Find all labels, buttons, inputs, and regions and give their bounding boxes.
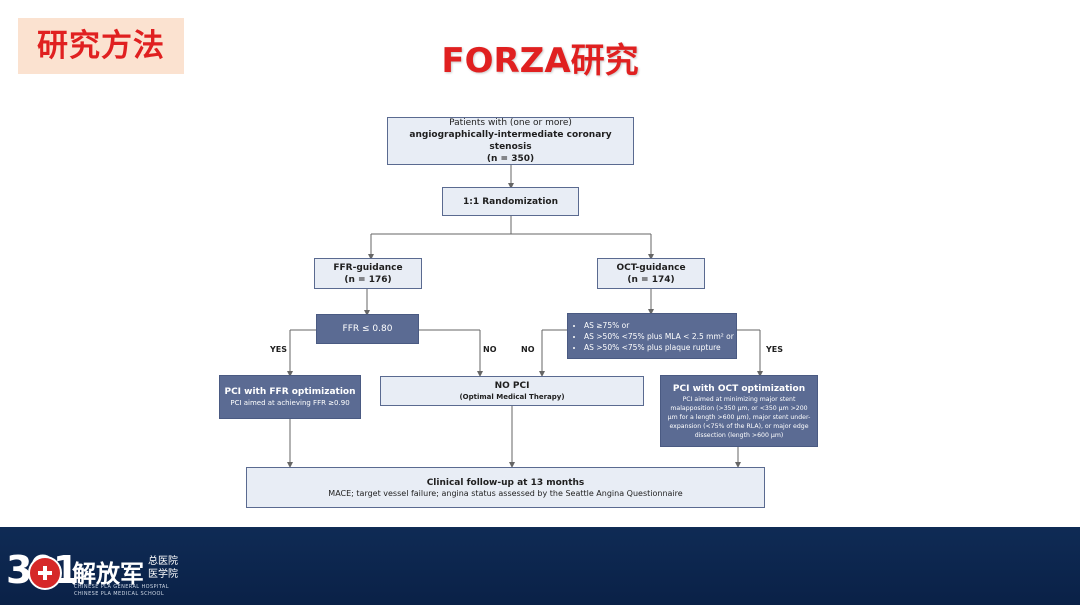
followup-title: Clinical follow-up at 13 months	[426, 477, 585, 488]
patients-count: (n = 350)	[486, 154, 535, 164]
oct-criterion-2: AS >50% <75% plus MLA < 2.5 mm² or	[584, 331, 734, 342]
logo-en2: CHINESE PLA MEDICAL SCHOOL	[74, 591, 165, 597]
logo-sub1: 总医院	[148, 556, 178, 567]
oct-criterion-3: AS >50% <75% plus plaque rupture	[584, 342, 734, 353]
logo-english: CHINESE PLA GENERAL HOSPITAL CHINESE PLA…	[74, 584, 214, 598]
yes-label-right: YES	[766, 345, 784, 354]
pci-oct-box: PCI with OCT optimization PCI aimed at m…	[660, 375, 818, 447]
logo-en1: CHINESE PLA GENERAL HOSPITAL	[74, 584, 169, 590]
randomization-box: 1:1 Randomization	[442, 187, 579, 216]
footer-band	[0, 527, 1080, 605]
pci-oct-title: PCI with OCT optimization	[672, 383, 806, 394]
oct-guidance-box: OCT-guidance (n = 174)	[597, 258, 705, 289]
followup-box: Clinical follow-up at 13 months MACE; ta…	[246, 467, 765, 508]
oct-guidance-title: OCT-guidance	[616, 262, 686, 273]
oct-criteria-box: AS ≥75% or AS >50% <75% plus MLA < 2.5 m…	[567, 313, 737, 359]
no-label-left: NO	[483, 345, 497, 354]
no-pci-box: NO PCI (Optimal Medical Therapy)	[380, 376, 644, 406]
pci-ffr-title: PCI with FFR optimization	[224, 387, 356, 397]
oct-criterion-1: AS ≥75% or	[584, 320, 734, 331]
patients-line1: Patients with (one or more)	[449, 118, 572, 128]
ffr-criterion-label: FFR ≤ 0.80	[342, 324, 393, 334]
pci-ffr-box: PCI with FFR optimization PCI aimed at a…	[219, 375, 361, 419]
pci-oct-desc: PCI aimed at minimizing major stent mala…	[667, 395, 811, 439]
ffr-criterion-box: FFR ≤ 0.80	[316, 314, 419, 344]
yes-label-left: YES	[270, 345, 288, 354]
logo-name: 解放军	[72, 560, 144, 588]
followup-desc: MACE; target vessel failure; angina stat…	[328, 488, 683, 498]
slide-title: FORZA研究	[441, 41, 639, 81]
logo-subtitle: 总医院 医学院	[148, 555, 192, 581]
logo-sub2: 医学院	[148, 569, 178, 580]
patients-line2: angiographically-intermediate coronary s…	[409, 130, 612, 152]
no-pci-desc: (Optimal Medical Therapy)	[459, 393, 565, 401]
pci-ffr-desc: PCI aimed at achieving FFR ≥0.90	[230, 399, 350, 407]
ffr-guidance-title: FFR-guidance	[333, 262, 403, 273]
section-tag: 研究方法	[18, 18, 184, 74]
randomization-label: 1:1 Randomization	[462, 196, 559, 207]
patients-box: Patients with (one or more) angiographic…	[387, 117, 634, 165]
no-pci-title: NO PCI	[494, 381, 530, 391]
logo-cross-icon	[38, 566, 52, 580]
oct-guidance-n: (n = 174)	[627, 274, 675, 285]
ffr-guidance-n: (n = 176)	[344, 274, 392, 285]
no-label-right: NO	[521, 345, 535, 354]
ffr-guidance-box: FFR-guidance (n = 176)	[314, 258, 422, 289]
